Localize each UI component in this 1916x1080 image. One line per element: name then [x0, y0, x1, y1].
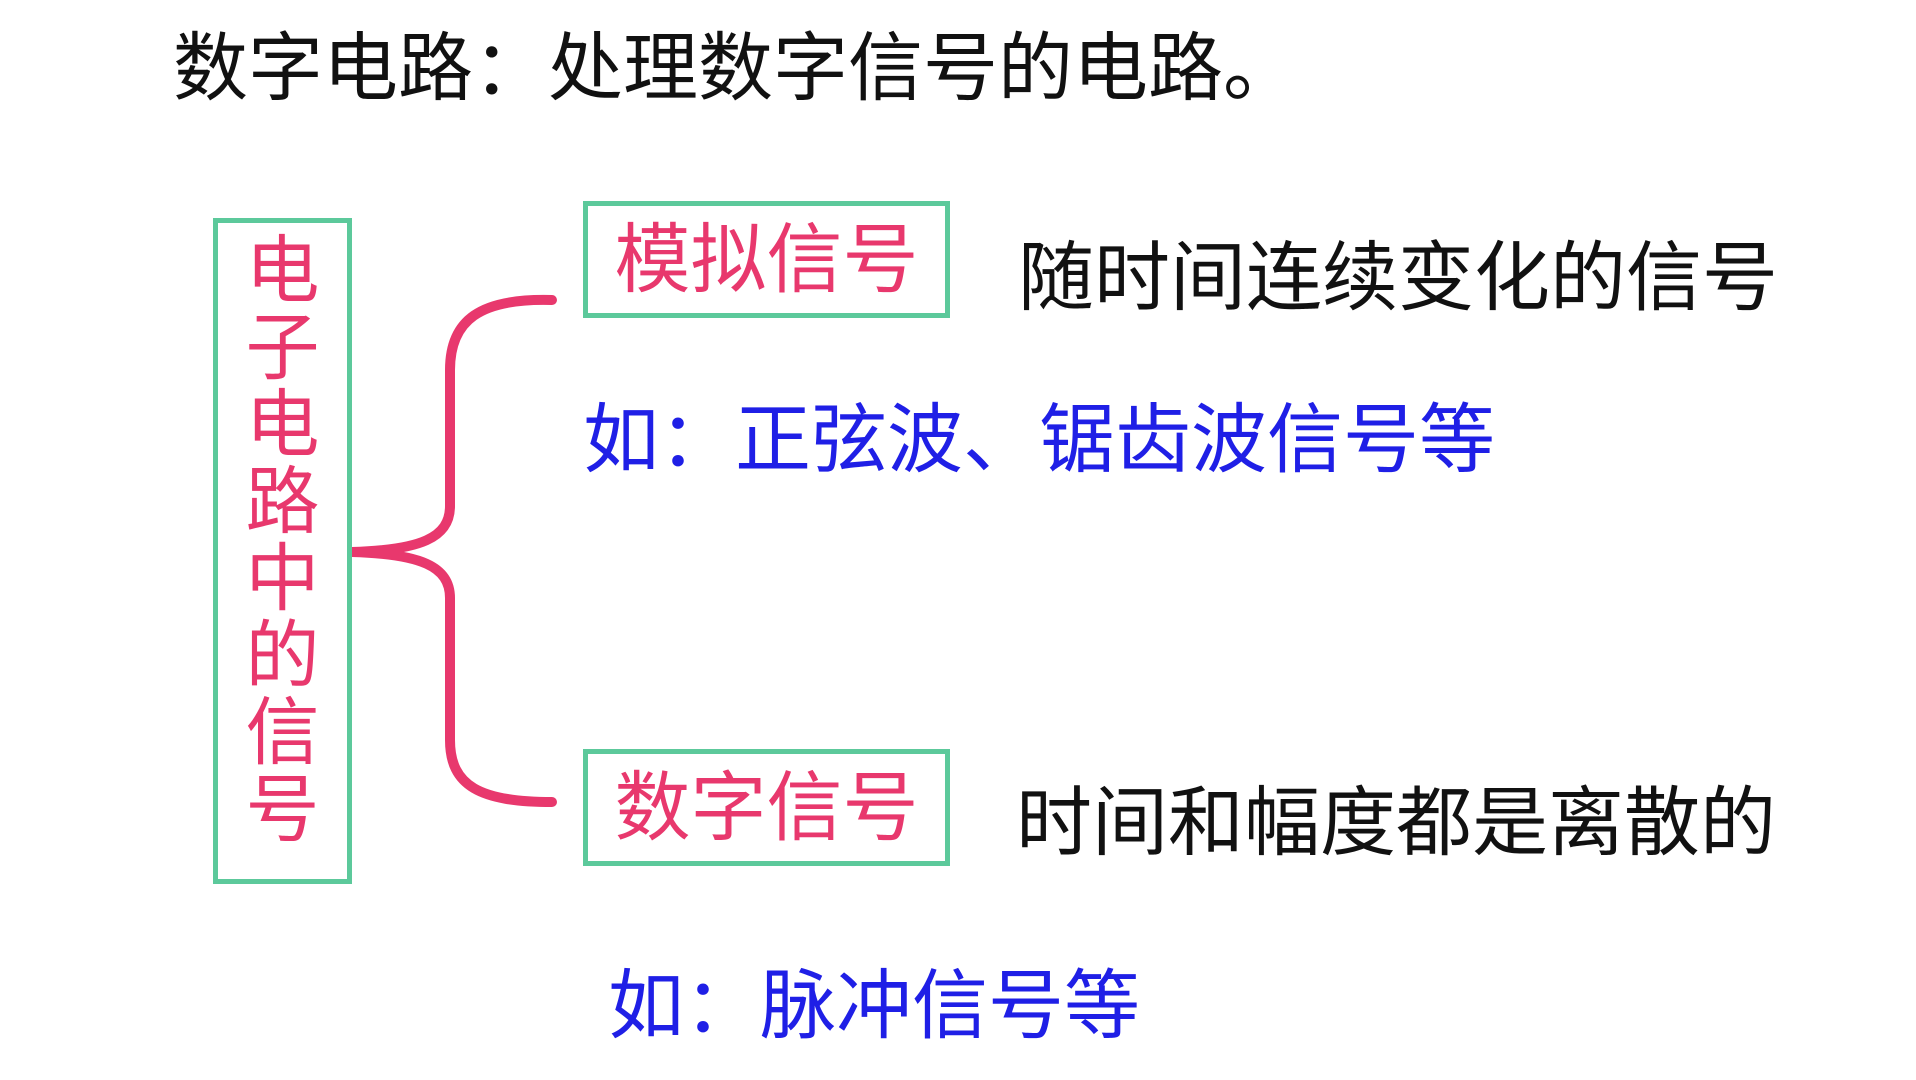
branch-box-digital-signal: 数字信号	[583, 749, 950, 866]
brace-upper-arm	[347, 294, 557, 557]
branch-description-analog-signal: 随时间连续变化的信号	[1018, 233, 1778, 322]
branch-label-digital-signal: 数字信号	[614, 762, 919, 852]
root-box: 电子电路中的信号	[213, 218, 352, 884]
branch-example-digital-signal: 如：脉冲信号等	[608, 961, 1140, 1050]
branch-label-analog-signal: 模拟信号	[614, 214, 919, 304]
branch-box-analog-signal: 模拟信号	[583, 201, 950, 318]
page-title: 数字电路：处理数字信号的电路。	[173, 24, 1299, 112]
brace-lower-arm	[347, 547, 557, 807]
branch-example-analog-signal: 如：正弦波、锯齿波信号等	[583, 395, 1495, 484]
branch-description-digital-signal: 时间和幅度都是离散的	[1016, 778, 1776, 867]
root-label: 电子电路中的信号	[245, 228, 320, 853]
